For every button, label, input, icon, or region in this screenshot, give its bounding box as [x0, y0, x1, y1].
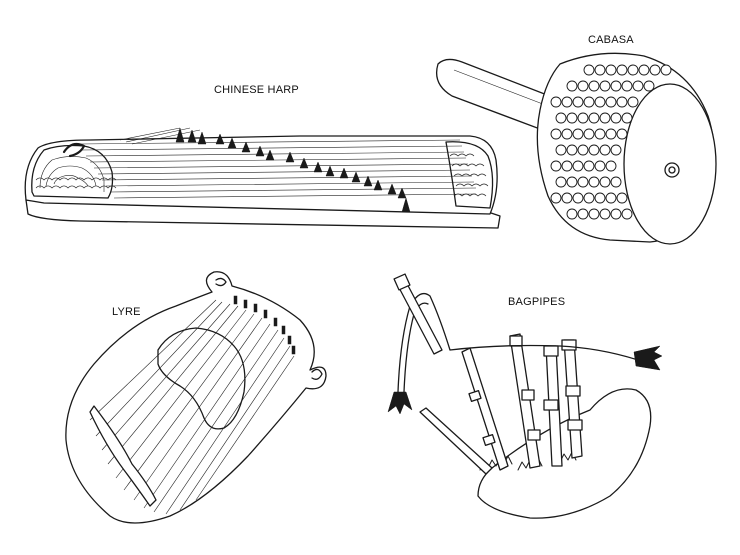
cabasa-label: CABASA [588, 34, 634, 46]
lyre-illustration [65, 271, 327, 524]
cabasa-bead [649, 64, 661, 76]
cabasa-bead [632, 80, 644, 92]
cabasa-beads [550, 64, 672, 220]
cabasa-bead [561, 160, 573, 172]
cabasa-bead [610, 144, 622, 156]
cabasa-bead [572, 192, 584, 204]
lyre-label: LYRE [112, 306, 141, 318]
cabasa-bead [566, 80, 578, 92]
chinese-harp-label: CHINESE HARP [214, 84, 299, 96]
cabasa-bead [550, 128, 562, 140]
cabasa-bead [599, 80, 611, 92]
bagpipes-label: BAGPIPES [508, 296, 566, 308]
cabasa-bead [550, 96, 562, 108]
cabasa-bead [561, 192, 573, 204]
cabasa-bead [550, 192, 562, 204]
cabasa-bead [555, 144, 567, 156]
cabasa-bead [599, 208, 611, 220]
cabasa-bead [566, 112, 578, 124]
cabasa-bead [588, 144, 600, 156]
cabasa-bead [561, 96, 573, 108]
cabasa-bead [594, 96, 606, 108]
cabasa-bead [621, 112, 633, 124]
chinese-harp-illustration [24, 127, 501, 229]
cabasa-illustration [435, 52, 717, 245]
cabasa-bead [566, 176, 578, 188]
cabasa-bead [605, 64, 617, 76]
cabasa-bead [643, 80, 655, 92]
cabasa-bead [627, 96, 639, 108]
cabasa-bead [616, 64, 628, 76]
cabasa-bead [555, 176, 567, 188]
cabasa-bead [572, 160, 584, 172]
bagpipes-illustration [387, 273, 663, 519]
cabasa-bead [594, 160, 606, 172]
cabasa-bead [616, 192, 628, 204]
cabasa-bead [621, 80, 633, 92]
cabasa-bead [599, 176, 611, 188]
cabasa-bead [583, 128, 595, 140]
cabasa-bead [583, 160, 595, 172]
cabasa-bead [605, 160, 617, 172]
cabasa-bead [588, 112, 600, 124]
cabasa-bead [660, 64, 672, 76]
cabasa-bead [577, 144, 589, 156]
cabasa-bead [583, 64, 595, 76]
cabasa-bead [550, 160, 562, 172]
cabasa-bead [605, 192, 617, 204]
cabasa-bead [561, 128, 573, 140]
cabasa-bead [599, 144, 611, 156]
cabasa-bead [588, 176, 600, 188]
cabasa-bead [616, 96, 628, 108]
cabasa-bead [566, 144, 578, 156]
cabasa-bead [616, 128, 628, 140]
cabasa-bead [594, 64, 606, 76]
cabasa-bead [610, 112, 622, 124]
cabasa-bead [583, 96, 595, 108]
cabasa-bead [588, 80, 600, 92]
cabasa-bead [599, 112, 611, 124]
cabasa-bead [577, 176, 589, 188]
cabasa-bead [577, 112, 589, 124]
cabasa-bead [638, 64, 650, 76]
cabasa-bead [583, 192, 595, 204]
cabasa-bead [577, 208, 589, 220]
cabasa-bead [566, 208, 578, 220]
cabasa-bead [594, 128, 606, 140]
cabasa-bead [621, 208, 633, 220]
cabasa-bead [605, 128, 617, 140]
cabasa-bead [572, 96, 584, 108]
cabasa-bead [627, 64, 639, 76]
cabasa-bead [594, 192, 606, 204]
cabasa-bead [610, 208, 622, 220]
cabasa-bead [610, 176, 622, 188]
cabasa-bead [605, 96, 617, 108]
cabasa-bead [610, 80, 622, 92]
cabasa-bead [577, 80, 589, 92]
cabasa-bead [588, 208, 600, 220]
cabasa-bead [555, 112, 567, 124]
cabasa-bead [572, 128, 584, 140]
